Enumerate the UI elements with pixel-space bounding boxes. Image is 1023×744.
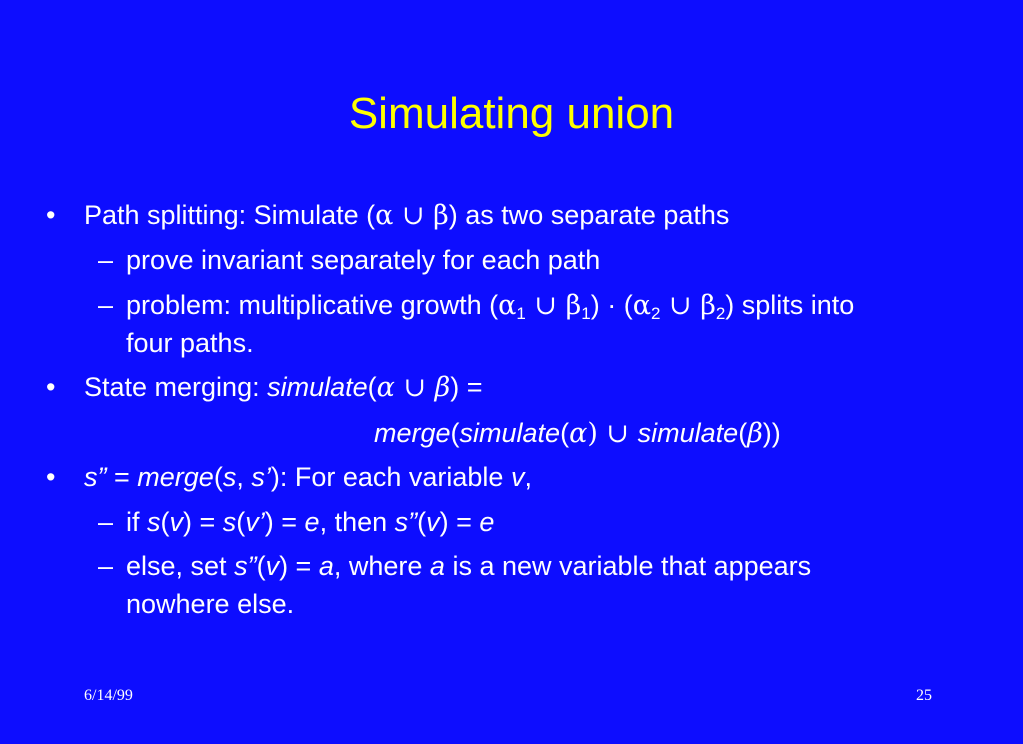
var-s-prime: s’ — [251, 462, 271, 492]
text-segment: ) splits into — [725, 290, 855, 320]
text-segment: , — [236, 462, 252, 492]
union-symbol: ∪ — [393, 200, 434, 231]
text-segment: = — [106, 462, 138, 492]
alpha-symbol: α — [375, 200, 394, 231]
subscript: 2 — [715, 304, 726, 323]
alpha-symbol: α — [376, 372, 395, 403]
sub-item-else-set-continuation: nowhere else. — [126, 589, 295, 619]
alpha-symbol: α — [632, 290, 651, 321]
union-symbol: ∪ — [394, 372, 435, 403]
text-segment: is a new variable that appears — [444, 551, 812, 581]
text-segment: problem: multiplicative growth ( — [126, 290, 499, 320]
text-segment: Path splitting: Simulate ( — [84, 200, 376, 230]
sub-item-problem-growth: problem: multiplicative growth (α1 ∪ β1)… — [126, 288, 854, 323]
var-e: e — [479, 507, 495, 537]
footer-page-number: 25 — [916, 687, 932, 704]
union-symbol: ∪ — [660, 290, 701, 321]
var-v-prime: v’ — [245, 507, 265, 537]
bullet-marker: • — [46, 462, 56, 492]
var-s-double-prime: s” — [84, 462, 107, 492]
dash-marker: – — [98, 290, 114, 320]
text-segment: ( — [417, 507, 427, 537]
text-segment: ( — [236, 507, 246, 537]
sub-item-prove-invariant: prove invariant separately for each path — [126, 245, 601, 275]
text-segment: ) = — [450, 372, 483, 402]
text-segment: , — [524, 462, 532, 492]
bullet-marker: • — [46, 372, 56, 402]
subscript: 2 — [650, 304, 661, 323]
var-a: a — [429, 551, 445, 581]
text-segment: ) = — [183, 507, 223, 537]
text-segment: ( — [738, 418, 748, 448]
beta-symbol: β — [433, 200, 449, 231]
var-v: v — [265, 551, 280, 581]
beta-symbol: β — [700, 290, 716, 321]
merge-function: merge — [137, 462, 214, 492]
text-segment: ( — [160, 507, 170, 537]
text-segment: State merging: — [84, 372, 268, 402]
text-segment: if — [126, 507, 148, 537]
bullet-path-splitting: Path splitting: Simulate (α ∪ β) as two … — [84, 198, 729, 233]
dash-marker: – — [98, 245, 114, 275]
text-segment: , then — [319, 507, 395, 537]
union-symbol: ∪ — [525, 290, 566, 321]
text-segment: , where — [333, 551, 430, 581]
text-segment: ) · ( — [590, 290, 633, 320]
simulate-function: simulate — [267, 372, 368, 402]
alpha-symbol: α — [569, 418, 588, 449]
sub-item-if-equal: if s(v) = s(v’) = e, then s”(v) = e — [126, 505, 494, 539]
text-segment: ( — [450, 418, 460, 448]
text-segment: ( — [256, 551, 266, 581]
var-v: v — [510, 462, 525, 492]
var-s: s — [147, 507, 161, 537]
sub-item-else-set: else, set s”(v) = a, where a is a new va… — [126, 549, 811, 583]
bullet-merge-definition: s” = merge(s, s’): For each variable v, — [84, 460, 532, 494]
simulate-function: simulate — [637, 418, 739, 448]
slide-title: Simulating union — [348, 89, 675, 138]
text-segment: ( — [560, 418, 570, 448]
text-segment: ) as two separate paths — [448, 200, 730, 230]
var-s-double-prime: s” — [394, 507, 418, 537]
var-v: v — [169, 507, 184, 537]
beta-symbol: β — [747, 418, 763, 449]
beta-symbol: β — [434, 372, 451, 403]
var-s: s — [222, 462, 237, 492]
var-v: v — [426, 507, 440, 537]
var-e: e — [304, 507, 320, 537]
var-s-double-prime: s” — [234, 551, 257, 581]
dash-marker: – — [98, 551, 114, 581]
var-s: s — [222, 507, 237, 537]
bullet-state-merging: State merging: simulate(α ∪ β) = — [84, 370, 483, 405]
text-segment: ): For each variable — [270, 462, 511, 492]
text-segment: ( — [213, 462, 223, 492]
text-segment: else, set — [126, 551, 235, 581]
var-a: a — [318, 551, 334, 581]
text-segment: ) = — [279, 551, 319, 581]
merge-function: merge — [374, 418, 451, 448]
footer-date: 6/14/99 — [84, 687, 133, 704]
state-merging-continuation: merge(simulate(α) ∪ simulate(β)) — [374, 416, 781, 451]
subscript: 1 — [516, 304, 526, 323]
text-segment: ) = — [439, 507, 480, 537]
beta-symbol: β — [565, 290, 582, 321]
text-segment: ) = — [264, 507, 305, 537]
alpha-symbol: α — [498, 290, 517, 321]
text-segment: )) — [762, 418, 781, 448]
sub-item-problem-growth-continuation: four paths. — [126, 328, 254, 358]
text-segment: ( — [367, 372, 377, 402]
dash-marker: – — [98, 507, 114, 537]
bullet-marker: • — [46, 200, 56, 230]
text-segment: ) ∪ — [587, 418, 638, 449]
subscript: 1 — [581, 304, 591, 323]
simulate-function: simulate — [459, 418, 561, 448]
